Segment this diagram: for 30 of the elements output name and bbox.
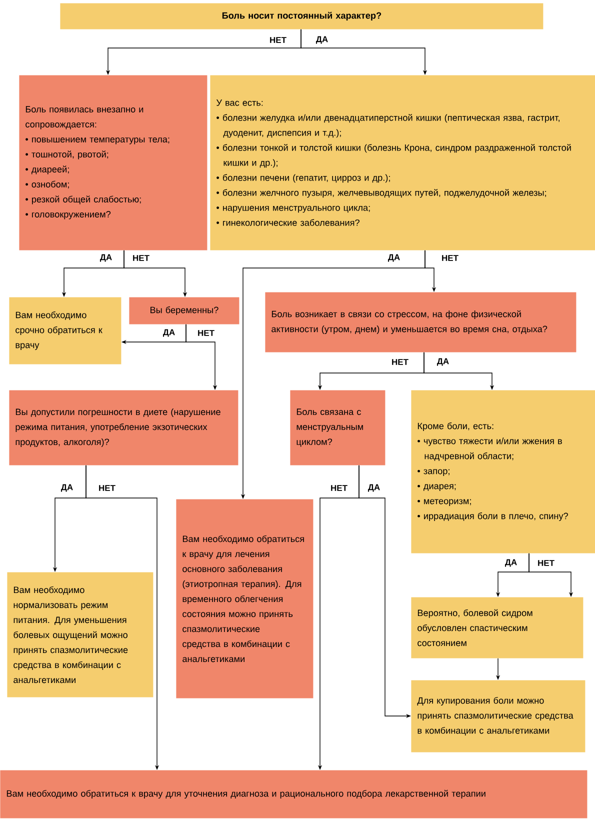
flowchart-box: Боль появилась внезапно и сопровождается: • повышением температуры тела; • тошнотой, рвотой; • диареей; • ознобом; • резкой общей слабостью; • головокружением? <box>19 75 208 250</box>
edge-label: ДА <box>98 253 114 263</box>
edge-label: ДА <box>504 558 518 568</box>
edge-label: ДА <box>60 483 74 493</box>
edge-label: НЕТ <box>440 254 460 262</box>
flowchart-box: Вам необходимо обратиться к врачу для уточнения диагноза и рационального подбора лекарственной терапии <box>0 770 588 818</box>
edge-label: НЕТ <box>268 36 288 44</box>
flowchart-box: Вы беременны? <box>129 297 240 324</box>
flowchart-box: Вы допустили погрешности в диете (нарушение режима питания, употребление экзотических продуктов, алкоголя)? <box>9 390 238 466</box>
flowchart-box: Вам необходимо срочно обратиться к врачу <box>9 297 122 364</box>
edge-label: ДА <box>366 483 382 493</box>
edge-label: ДА <box>436 357 450 367</box>
edge-label: НЕТ <box>330 484 348 492</box>
flowchart-box: Боль связана с менструальным циклом? <box>290 390 386 466</box>
flowchart-box: Вероятно, болевой сидром обусловлен спастическим состоянием <box>411 597 584 658</box>
edge-label: НЕТ <box>390 358 410 366</box>
edge-label: ДА <box>162 328 176 338</box>
flowchart-box: Кроме боли, есть: • чувство тяжести и/или жжения в надчревной области; • запор; • диарея; • метеоризм; • иррадиация боли в плечо, спину? <box>411 390 595 554</box>
flowchart-box: Боль носит постоянный характер? <box>60 3 544 30</box>
flowchart-box: У вас есть: • болезни желудка и/или двенадцатиперстной кишки (пептическая язва, гастрит, дуоденит, диспепсия и т.д.); • болезни тонкой и толстой кишки (болезнь Крона, синдром раздраженной толстой кишки и др.); • болезни печени (гепатит, цирроз и др.); • болезни желчного пузыря, желчевыводящих путей, поджелудочной железы; • нарушения менструального цикла; • гинекологические заболевания? <box>210 75 595 250</box>
edge-label: ДА <box>314 35 330 45</box>
flowchart-box: Для купирования боли можно принять спазмолитические средства в комбинации с анальгетиками <box>411 680 586 752</box>
flowchart-box: Вам необходимо обратиться к врачу для лечения основного заболевания (этиотропная терапия). Для временного облегчения состояния можно принять спазмолитические средства в комбинации с анальгетиками <box>176 499 314 698</box>
flowchart-box: Вам необходимо нормализовать режим питания. Для уменьшения болевых ощущений можно принять спазмолитические средства в комбинации с анальгетиками <box>7 572 154 698</box>
flowchart-box: Боль возникает в связи со стрессом, на фоне физической активности (утром, днем) и уменьшается во время сна, отдыха? <box>265 292 576 352</box>
edge-label: НЕТ <box>196 329 216 337</box>
edge-label: ДА <box>386 253 402 263</box>
edge-label: НЕТ <box>132 254 150 262</box>
edge-label: НЕТ <box>536 559 556 567</box>
edge-label: НЕТ <box>98 484 116 492</box>
